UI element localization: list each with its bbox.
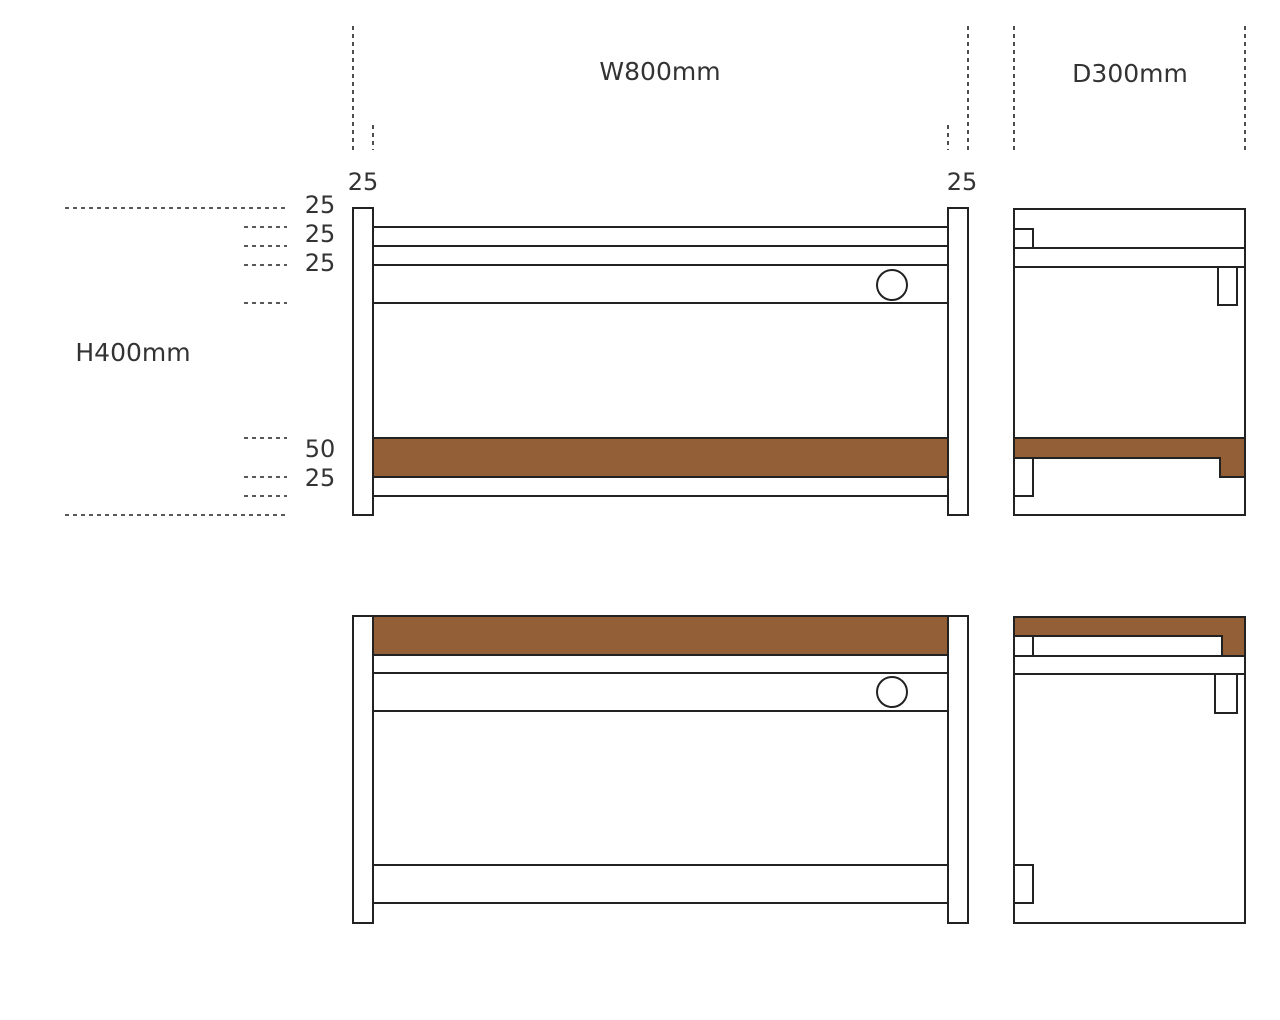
wood-shelf-board: [372, 437, 949, 478]
width-label: W800mm: [599, 57, 720, 86]
side-view-2: [1013, 616, 1246, 924]
side-top-block: [1013, 228, 1034, 249]
front-apron: [372, 264, 949, 304]
front-view-1: [352, 207, 969, 516]
side-apron-block-2: [1214, 673, 1238, 714]
depth-label: D300mm: [1072, 59, 1188, 88]
horizontal-extension-lines: [65, 207, 287, 516]
left-leg-2: [352, 615, 374, 924]
bottom-rail: [372, 476, 949, 497]
front-view-2: [352, 615, 969, 924]
bottom-stretcher-2: [372, 864, 949, 904]
top-segment-label-2: 25: [305, 220, 336, 248]
side-view-1: [1013, 208, 1246, 516]
cable-hole-2: [876, 676, 908, 708]
leg-right-width-label: 25: [947, 168, 978, 196]
cable-hole: [876, 269, 908, 301]
wood-top-board: [372, 615, 949, 656]
bottom-segment-label-2: 25: [305, 464, 336, 492]
vertical-extension-lines: [352, 26, 1246, 152]
side-frame: [1013, 208, 1246, 516]
top-segment-label-1: 25: [305, 191, 336, 219]
top-rail-2: [372, 654, 949, 674]
front-apron-2: [372, 672, 949, 712]
bottom-segment-label-1: 50: [305, 435, 336, 463]
leg-left-width-label: 25: [348, 168, 379, 196]
left-leg: [352, 207, 374, 516]
height-label: H400mm: [75, 338, 190, 367]
top-segment-label-3: 25: [305, 249, 336, 277]
side-apron-block: [1217, 266, 1238, 306]
side-bottom-block: [1013, 457, 1034, 497]
top-rail: [372, 226, 949, 247]
right-leg: [947, 207, 969, 516]
side-frame-2: [1013, 616, 1246, 924]
right-leg-2: [947, 615, 969, 924]
side-bottom-block-2: [1013, 864, 1034, 904]
side-top-block-2: [1013, 635, 1034, 657]
